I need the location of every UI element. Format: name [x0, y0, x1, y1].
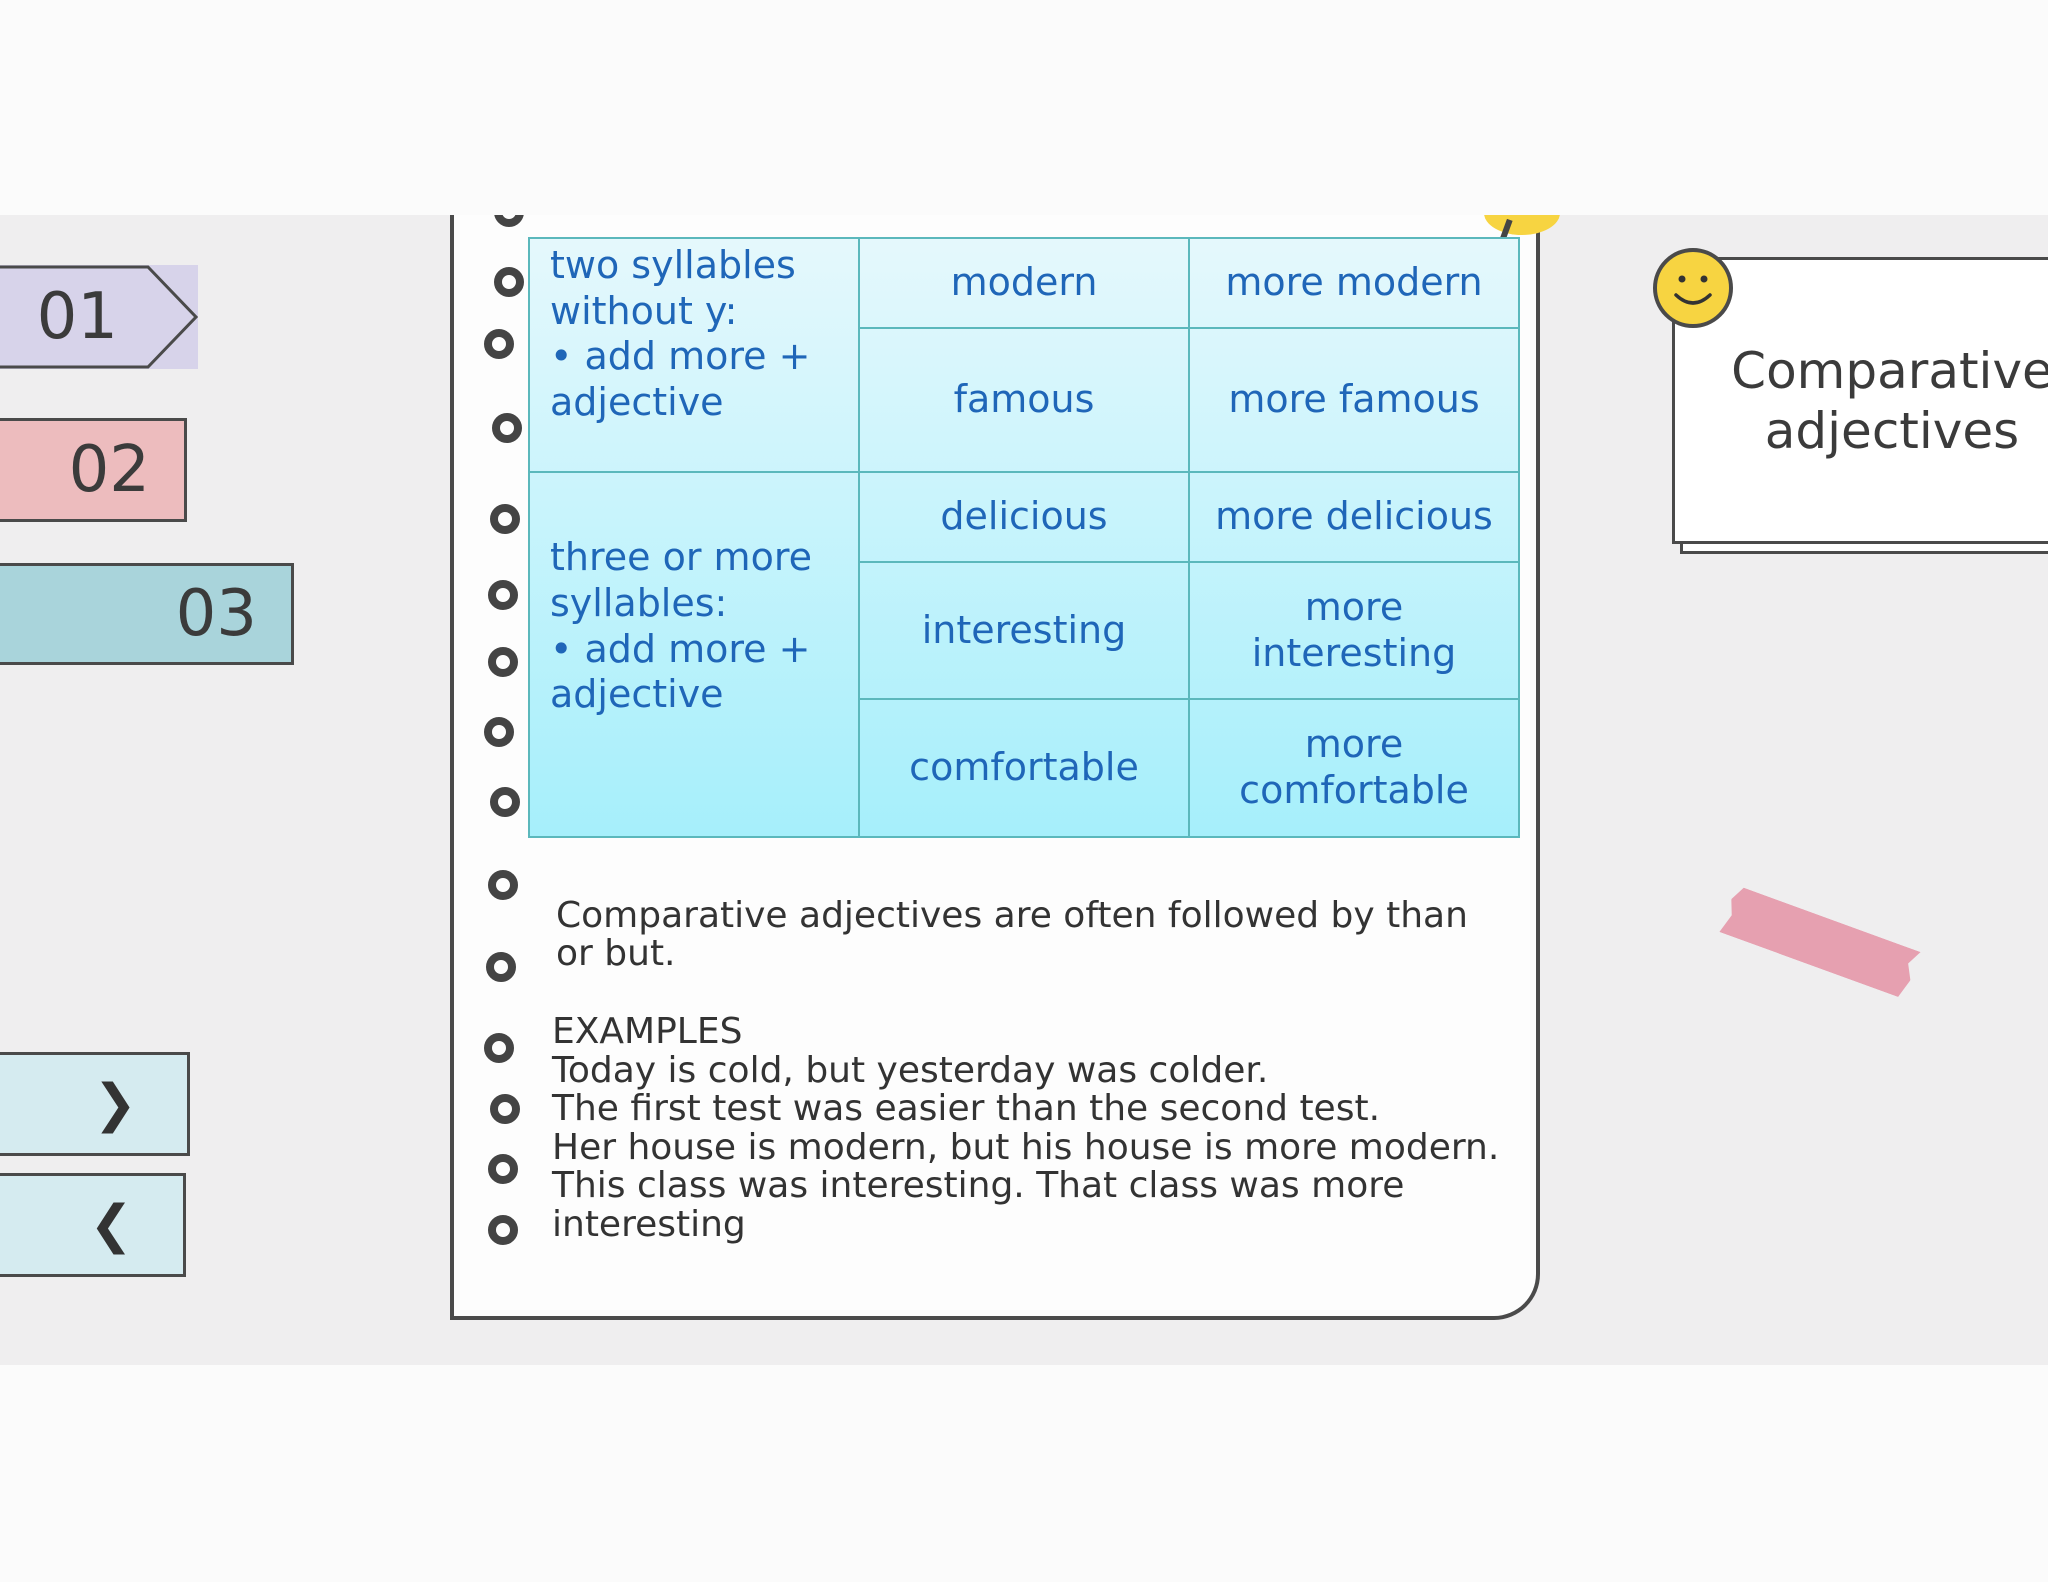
rule-two-syllables: two syllables without y: • add more + ad… — [528, 237, 860, 473]
table-row: interesting more interesting — [529, 561, 1520, 700]
tab-03-label: 03 — [175, 577, 257, 651]
tab-03[interactable]: 03 — [0, 563, 294, 665]
example-line: This class was interesting. That class w… — [552, 1165, 1405, 1245]
previous-button[interactable]: ❮ — [0, 1173, 186, 1277]
examples-block: EXAMPLES Today is cold, but yesterday wa… — [552, 1011, 1512, 1245]
comparative-table: two syllables without y: • add more + ad… — [528, 237, 1520, 838]
ring-icon — [486, 952, 516, 982]
adjective-cell: interesting — [858, 561, 1190, 700]
ring-icon — [490, 1094, 520, 1124]
ring-icon — [484, 717, 514, 747]
rule-line: • add more + — [550, 334, 811, 379]
washi-tape — [1719, 885, 1920, 999]
note-text: Comparative adjectives are often followe… — [556, 895, 1468, 974]
rule-line: • add more + — [550, 626, 811, 671]
example-line: Her house is modern, but his house is mo… — [552, 1126, 1500, 1168]
comparative-cell: more modern — [1188, 237, 1520, 329]
adjective-cell: comfortable — [858, 698, 1190, 838]
comparative-cell: more interesting — [1188, 561, 1520, 700]
tab-01[interactable]: 01 — [0, 265, 198, 369]
comparative-cell: more comfortable — [1188, 698, 1520, 838]
chevron-left-icon: ❮ — [89, 1195, 133, 1255]
title-line-2: adjectives — [1764, 401, 2020, 460]
ring-icon — [488, 1154, 518, 1184]
ring-icon — [490, 504, 520, 534]
rule-line: without y: — [550, 288, 738, 333]
adjective-cell: famous — [858, 327, 1190, 473]
rule-line: two syllables — [550, 243, 796, 287]
ring-icon — [488, 580, 518, 610]
next-button[interactable]: ❯ — [0, 1052, 190, 1156]
title-line-1: Comparative — [1731, 341, 2048, 400]
title-card: Comparative adjectives — [1672, 257, 2048, 544]
ring-icon — [494, 215, 524, 227]
chevron-right-icon: ❯ — [93, 1074, 137, 1134]
tab-01-arrow-shape — [0, 265, 198, 369]
table-row: two syllables without y: • add more + ad… — [528, 237, 1520, 473]
rule-line: adjective — [550, 672, 724, 717]
ring-icon — [484, 1033, 514, 1063]
ring-icon — [484, 329, 514, 359]
table-row: famous more famous — [529, 327, 1520, 473]
comparative-cell: more delicious — [1188, 471, 1520, 563]
examples-heading: EXAMPLES — [552, 1011, 743, 1052]
ring-icon — [494, 267, 524, 297]
example-line: Today is cold, but yesterday was colder. — [552, 1049, 1269, 1091]
adjective-cell: delicious — [858, 471, 1190, 563]
ring-icon — [488, 1215, 518, 1245]
slide-canvas: 01 02 03 ❯ ❮ two syllables wit — [0, 215, 2048, 1365]
adjective-cell: modern — [858, 237, 1190, 329]
tab-02-label: 02 — [68, 433, 150, 507]
rule-line: adjective — [550, 379, 724, 424]
tab-02[interactable]: 02 — [0, 418, 187, 522]
rule-three-syllables: three or more syllables: • add more + ad… — [528, 471, 860, 838]
table-row: comfortable more comfortable — [529, 698, 1520, 838]
table-row: three or more syllables: • add more + ad… — [528, 471, 1520, 838]
comparative-cell: more famous — [1188, 327, 1520, 473]
rule-line: syllables: — [550, 580, 728, 625]
tab-01-label: 01 — [36, 280, 118, 354]
rule-line: three or more — [550, 535, 812, 580]
ring-icon — [488, 647, 518, 677]
example-line: The first test was easier than the secon… — [552, 1088, 1381, 1130]
smiley-face-icon — [1653, 248, 1733, 328]
ring-icon — [488, 870, 518, 900]
ring-icon — [492, 413, 522, 443]
ring-icon — [490, 787, 520, 817]
